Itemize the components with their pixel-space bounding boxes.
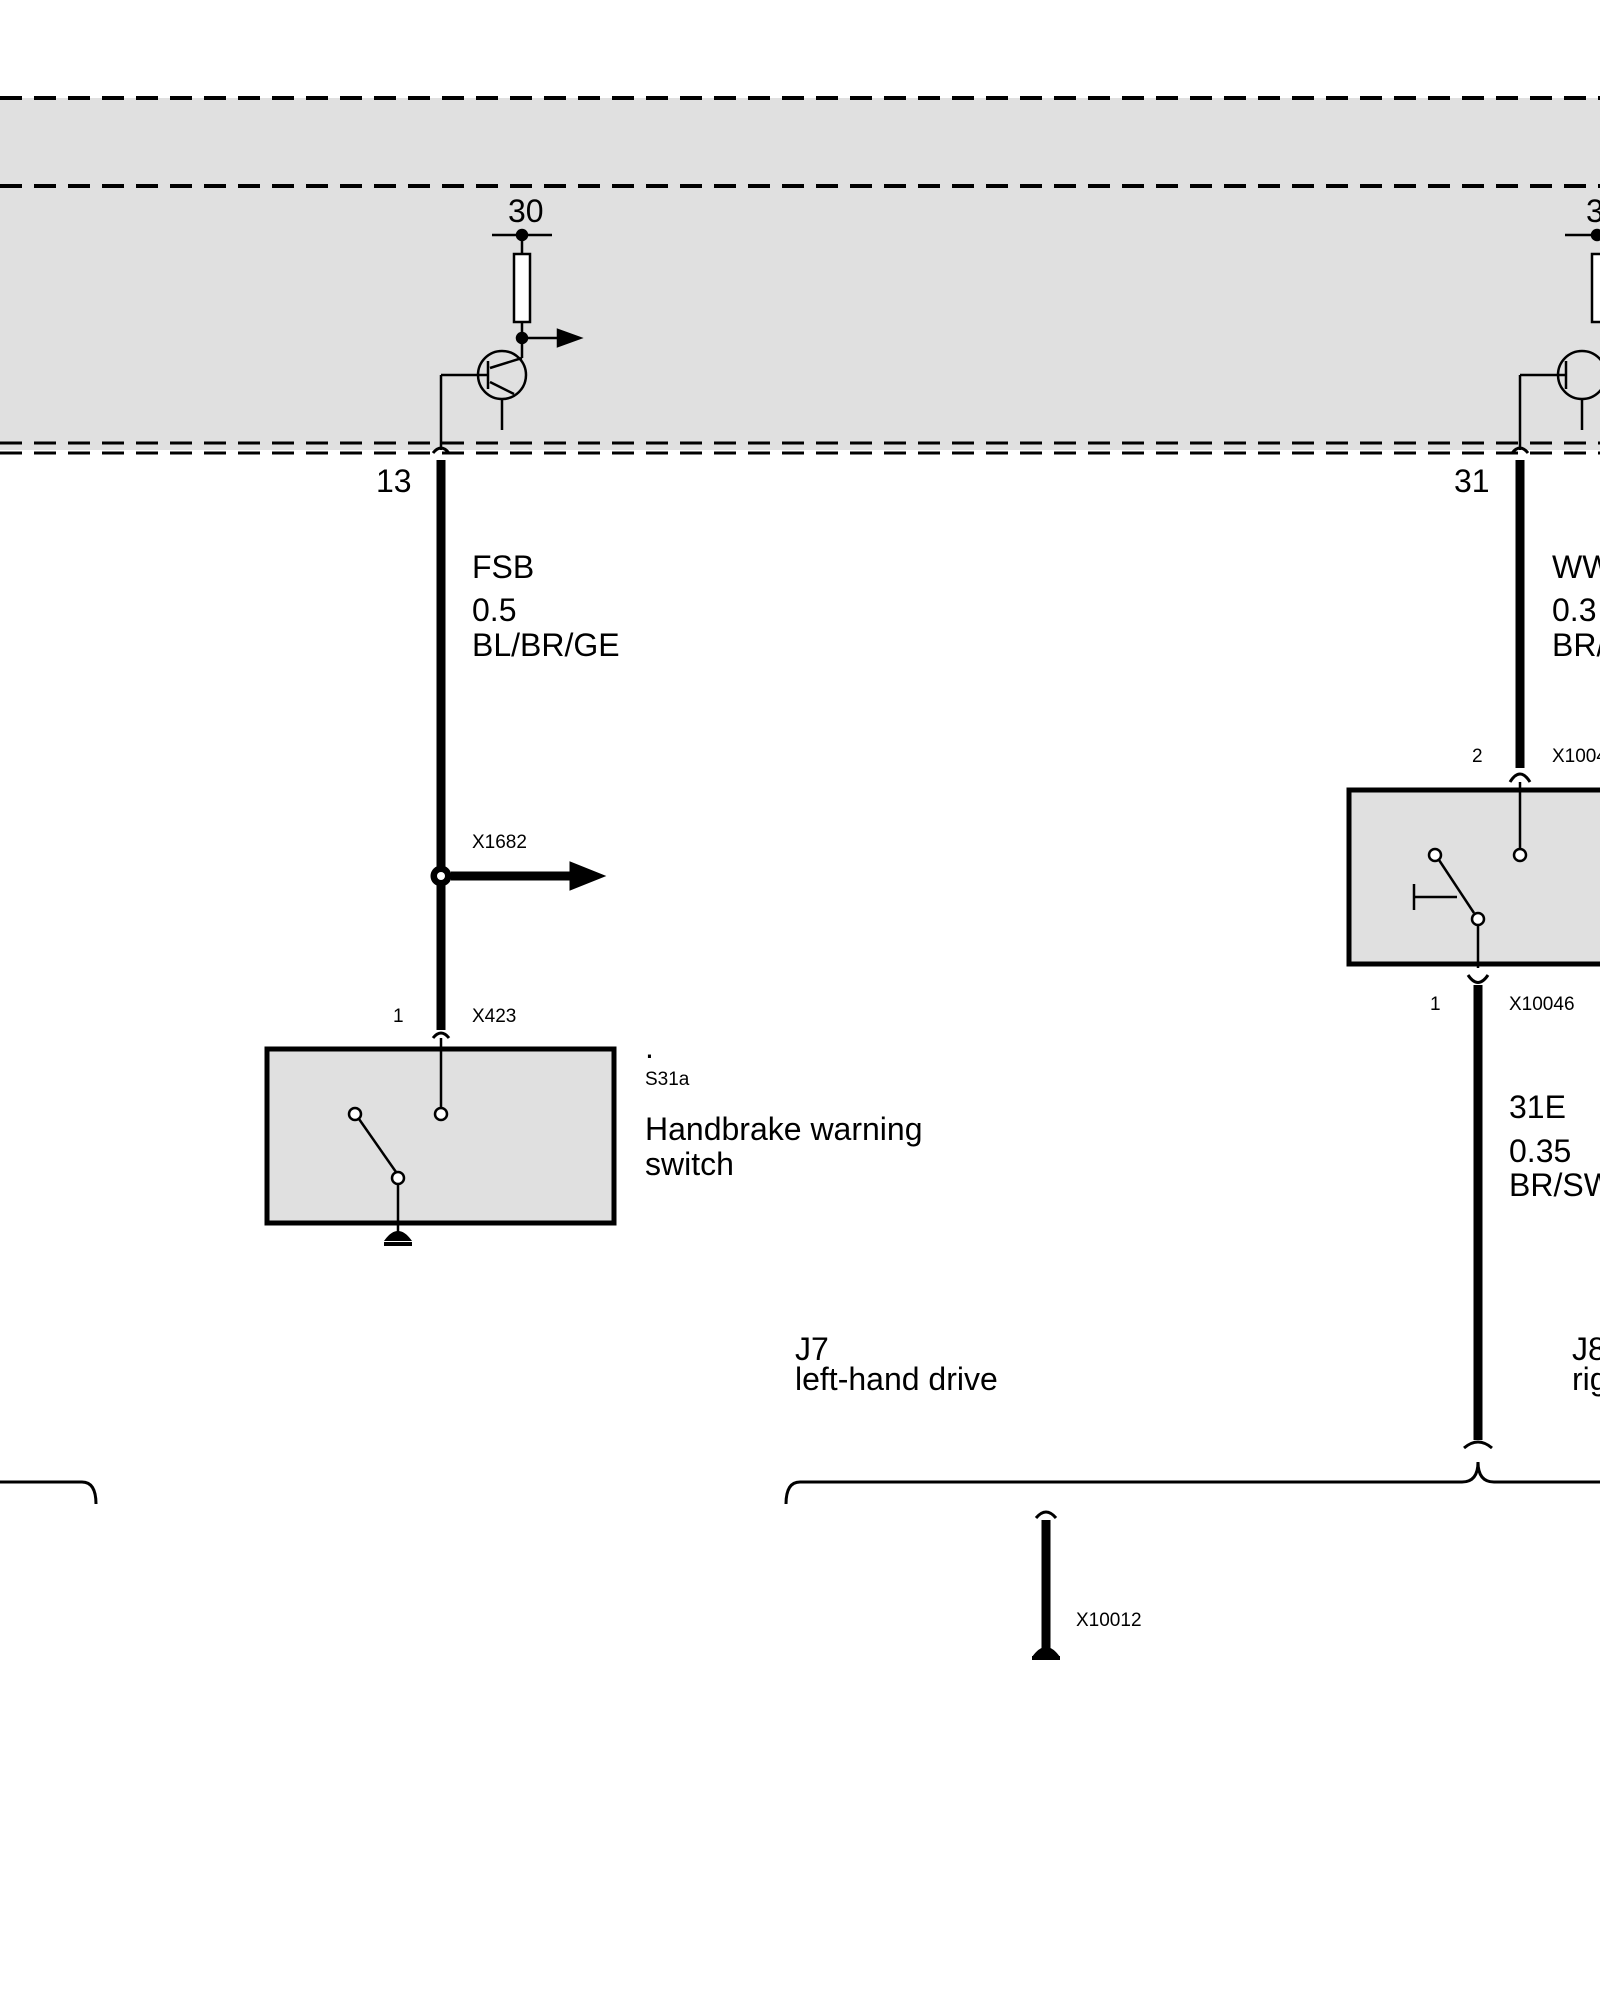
ground-x10012 <box>1031 1510 1061 1660</box>
handbrake-name-line1: Handbrake warning <box>645 1111 923 1147</box>
connector-x423: X423 <box>472 1006 516 1027</box>
variant-bracket <box>0 1461 1600 1505</box>
wire-ww-name: WW <box>1552 549 1600 585</box>
splice-x1682: X1682 <box>472 832 527 853</box>
variant-j7-id: J7 <box>795 1331 829 1367</box>
variant-j8-desc: rig <box>1572 1361 1600 1397</box>
wire-31e <box>1463 985 1493 1450</box>
variant-j7-desc: left-hand drive <box>795 1361 998 1397</box>
module-supply-right: 3 <box>1586 193 1600 229</box>
ground-x10012-label: X10012 <box>1076 1610 1142 1631</box>
wire-fsb-gauge: 0.5 <box>472 592 516 628</box>
wire-31e-color: BR/SW <box>1509 1167 1600 1203</box>
wire-31e-name: 31E <box>1509 1089 1566 1125</box>
pin-1-right-switch: 1 <box>1430 994 1441 1015</box>
transistor-driver-left <box>439 228 584 450</box>
handbrake-dot: . <box>645 1029 654 1065</box>
wire-ww-gauge: 0.3 <box>1552 592 1596 628</box>
pin-1-x423: 1 <box>393 1006 404 1027</box>
handbrake-name-line2: switch <box>645 1146 734 1182</box>
pin-31-label: 31 <box>1454 463 1490 499</box>
handbrake-warning-switch <box>264 1038 617 1246</box>
pin-2-right-switch: 2 <box>1472 746 1483 767</box>
wire-ww <box>1508 446 1532 783</box>
wire-ww-color: BR/ <box>1552 627 1600 663</box>
connector-x1004: X1004 <box>1552 746 1600 767</box>
right-switch <box>1346 782 1600 984</box>
variant-j8-id: J8 <box>1572 1331 1600 1367</box>
module-supply-30: 30 <box>508 193 544 229</box>
wire-fsb <box>430 446 607 1039</box>
wire-fsb-color: BL/BR/GE <box>472 627 620 663</box>
transistor-driver-right <box>1518 228 1600 450</box>
handbrake-id: S31a <box>645 1069 690 1090</box>
pin-13-label: 13 <box>376 463 412 499</box>
connector-x10046: X10046 <box>1509 994 1575 1015</box>
wire-fsb-name: FSB <box>472 549 534 585</box>
control-module <box>0 96 1600 455</box>
wire-31e-gauge: 0.35 <box>1509 1133 1571 1169</box>
